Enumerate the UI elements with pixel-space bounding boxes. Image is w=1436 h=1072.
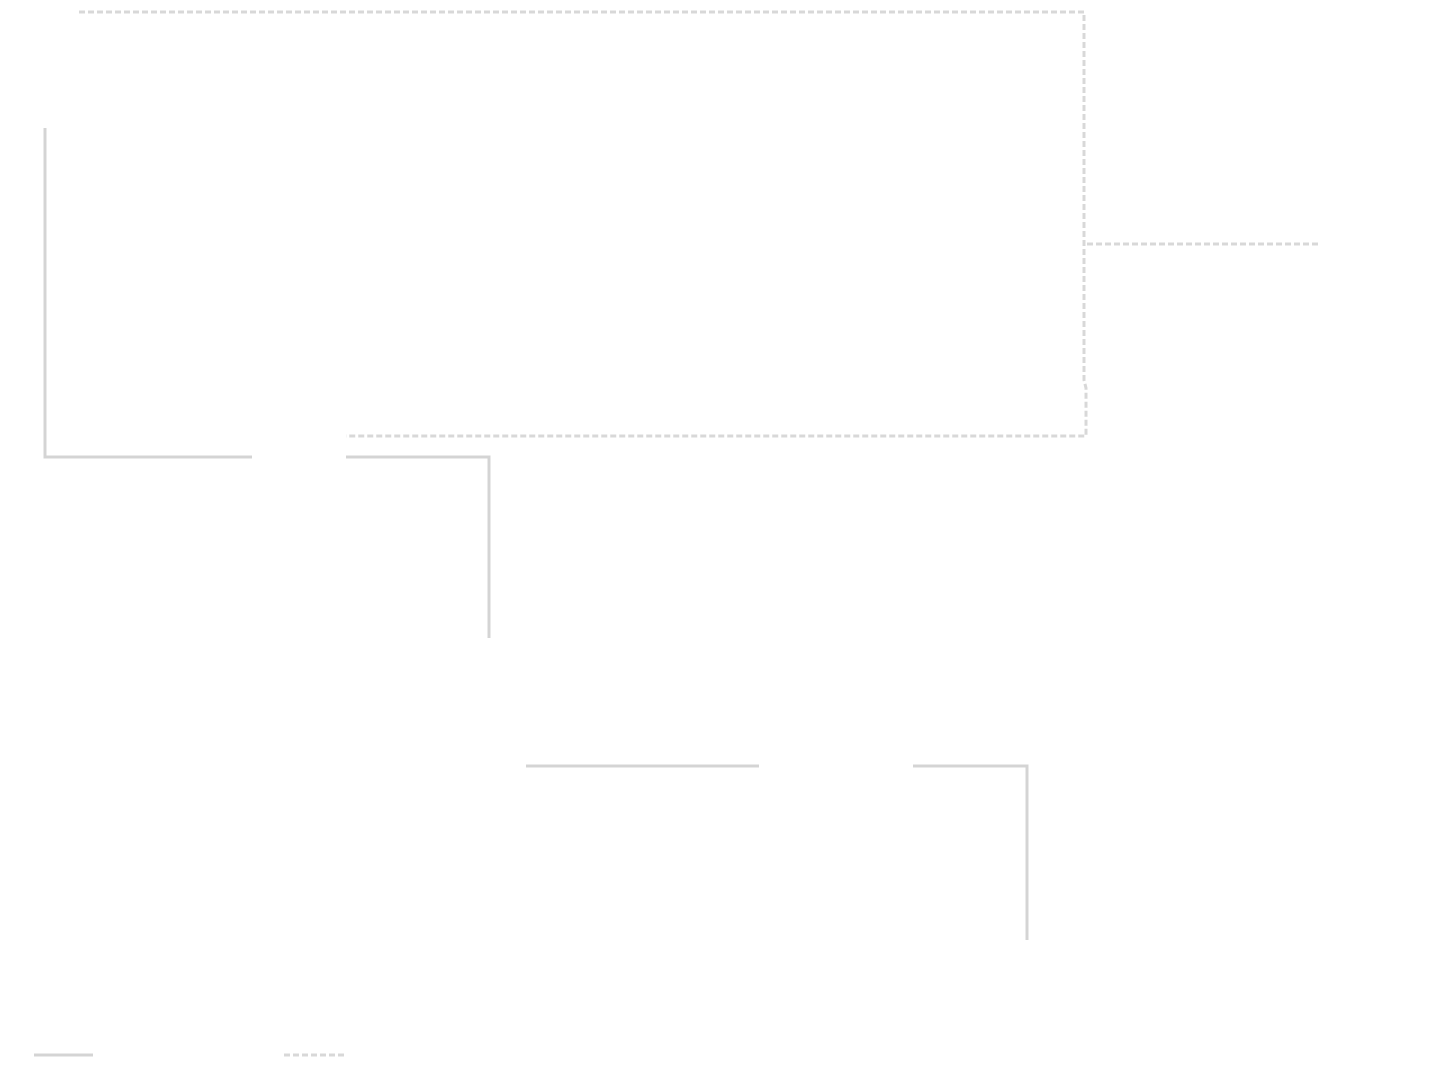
solid-left-bracket	[43, 128, 252, 459]
solid-middle-bracket	[346, 455, 491, 638]
dashed-region-outline	[79, 10, 1088, 438]
solid-lower-right-bracket	[913, 764, 1029, 940]
